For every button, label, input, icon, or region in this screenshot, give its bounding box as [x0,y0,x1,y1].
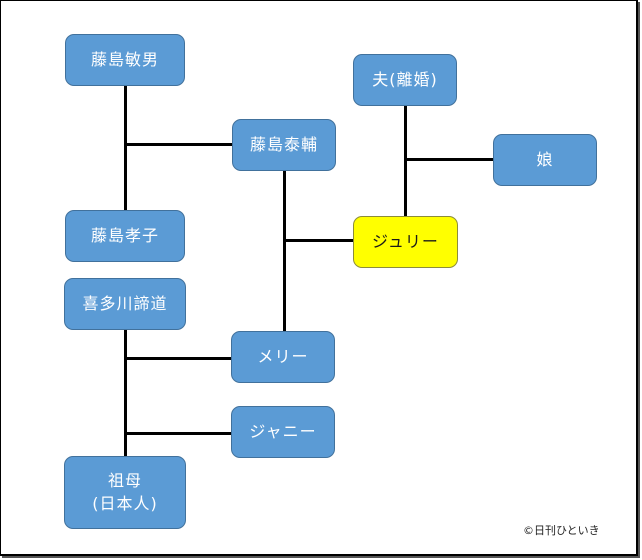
node-fujishima-toshio[interactable]: 藤島敏男 [65,34,185,86]
connector-to-daughter [404,158,493,161]
node-grandmother[interactable]: 祖母 (日本人) [64,456,186,529]
connector-to-taisuke [124,143,232,146]
node-mary[interactable]: メリー [231,331,335,383]
connector-toshio-takako [124,86,127,210]
node-fujishima-takako[interactable]: 藤島孝子 [65,210,185,262]
node-julie[interactable]: ジュリー [353,216,458,268]
connector-kitagawa-grandmother [124,330,127,456]
node-kitagawa-teido[interactable]: 喜多川諦道 [64,278,186,330]
connector-taisuke-mary [283,171,286,331]
connector-husband-julie [404,106,407,216]
node-daughter[interactable]: 娘 [493,134,597,186]
connector-to-julie [283,239,353,242]
node-husband[interactable]: 夫(離婚) [353,54,457,106]
connector-to-johnny [124,432,231,435]
node-fujishima-taisuke[interactable]: 藤島泰輔 [232,119,336,171]
node-johnny[interactable]: ジャニー [231,406,335,458]
copyright-label: ©日刊ひといき [523,524,600,537]
connector-to-mary [124,357,231,360]
